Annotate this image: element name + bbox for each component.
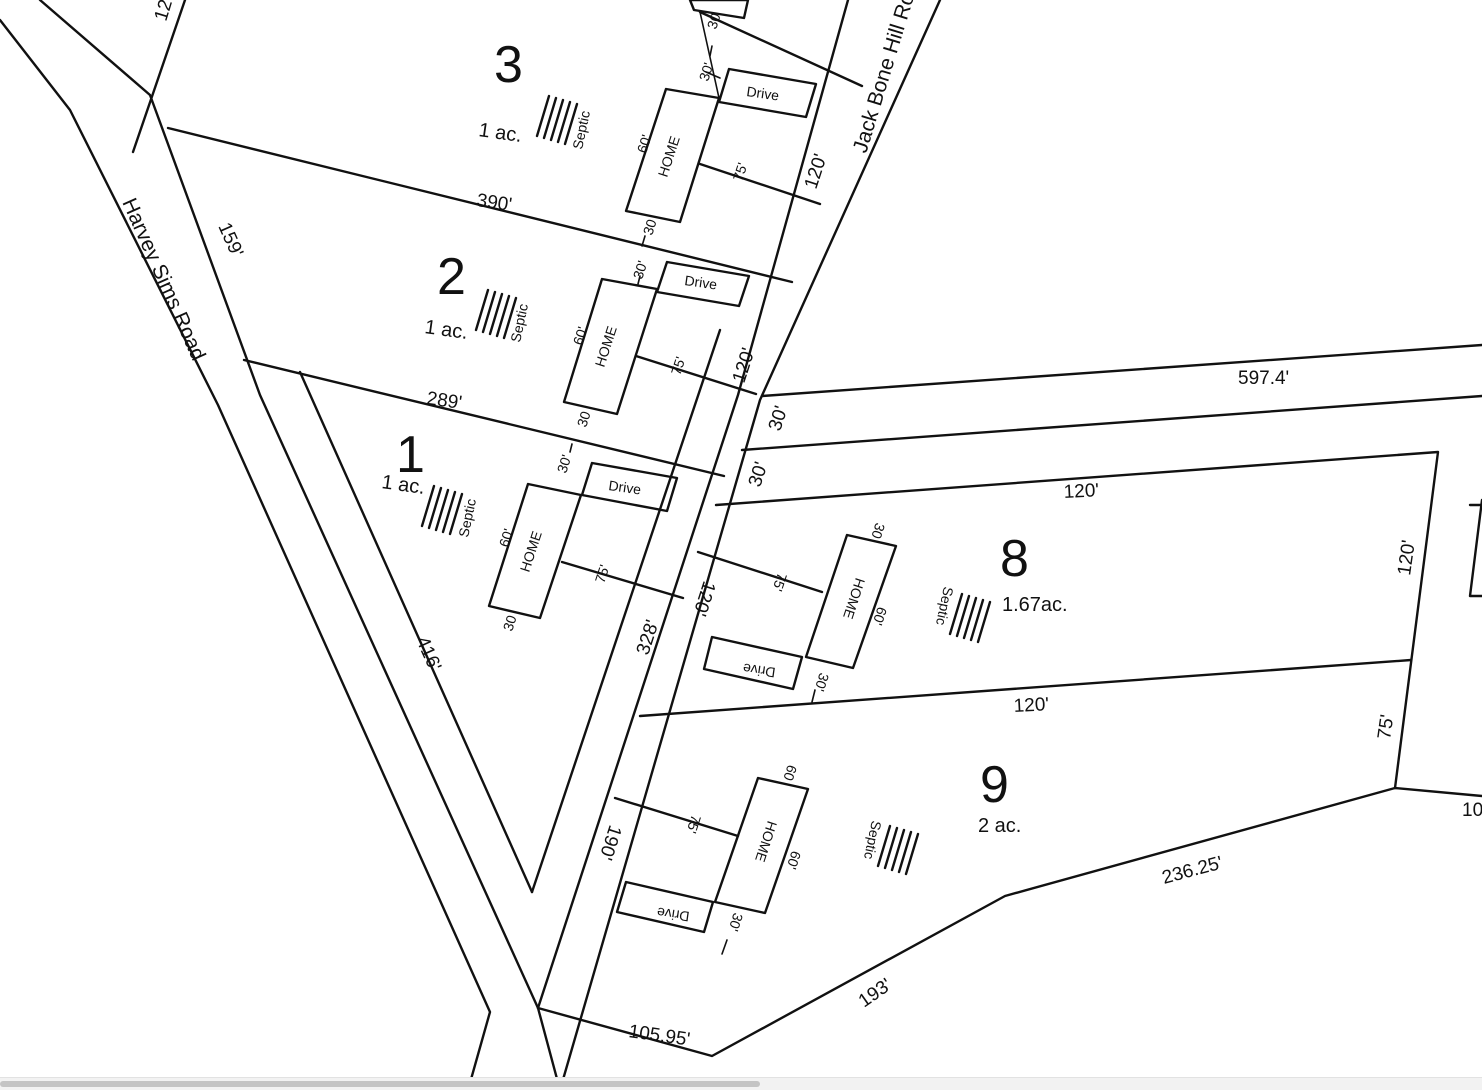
lot1-structures: [487, 443, 685, 620]
lot9-acres: 2 ac.: [978, 815, 1021, 837]
lot3-home-outline: [624, 87, 721, 224]
lot8-home-outline: [804, 533, 898, 670]
lot1-setback-30: 30': [554, 453, 575, 475]
lot1-drive-label: Drive: [608, 477, 643, 497]
dim-105-95: 105.95': [627, 1021, 691, 1050]
dim-lot8-north-120: 120': [1063, 480, 1099, 503]
dim-lot8-east-120: 120': [1394, 539, 1420, 577]
lot2-structures: [562, 260, 758, 416]
dim-390: 390': [475, 190, 513, 216]
lot3-drive-outline: [717, 67, 818, 119]
lot2-number: 2: [437, 248, 466, 306]
jack-bone-hill-road-label: Jack Bone Hill Ro: [849, 0, 919, 155]
lot3-top-30: 30: [704, 11, 724, 31]
dim-lot9-east-75: 75': [1374, 713, 1398, 740]
lot3-number: 3: [494, 36, 523, 94]
lot9-home-label: HOME: [752, 819, 780, 864]
lot9-drive-label: Drive: [656, 904, 691, 924]
lot3-75: 75': [730, 161, 751, 183]
lot1-home-label: HOME: [517, 529, 545, 574]
lot1-acres: 1 ac.: [380, 471, 426, 499]
lot8-structures: [696, 533, 898, 703]
lot3-setback-30: 30': [696, 61, 717, 83]
dim-strip-30-b: 30': [745, 460, 773, 490]
lot1-home-outline: [487, 482, 583, 620]
lot1-75: 75': [592, 563, 613, 585]
lot1-home-30: 30: [500, 613, 520, 633]
lot2-setback-30: 30': [630, 259, 651, 281]
lot9-septic-symbol: [876, 824, 920, 876]
lot2-drive-outline: [655, 260, 751, 308]
lot9-home-60b: 60: [780, 763, 800, 783]
lot8-drive-outline: [702, 635, 804, 691]
dim-193: 193': [855, 975, 896, 1012]
lot2-home-outline: [562, 277, 659, 416]
lot2-septic-symbol: [474, 288, 518, 340]
scrollbar-thumb[interactable]: [0, 1081, 760, 1087]
jack-bone-hill-road: [536, 0, 942, 1090]
lot8-home-30: 30: [868, 521, 888, 541]
lot9-drive-outline: [615, 880, 715, 934]
lot9-home-60: 60': [784, 849, 805, 871]
dim-159: 159': [213, 219, 247, 260]
lot1-drive-outline: [580, 461, 679, 513]
dim-12: 12: [151, 0, 177, 23]
lot9-setback-30: 30': [726, 911, 747, 933]
dim-strip-30-a: 30': [765, 404, 793, 434]
lot2-septic-label: Septic: [507, 302, 531, 343]
lot1-septic-symbol: [420, 484, 464, 536]
septic-marks: [420, 94, 992, 876]
lot3-home-label: HOME: [655, 134, 683, 179]
lot3-septic-symbol: [535, 94, 579, 146]
lot2-75: 75': [668, 355, 689, 377]
lot9-75: 75': [684, 813, 705, 835]
dim-416: 416': [411, 633, 445, 674]
lot8-number: 8: [1000, 530, 1029, 588]
lot3-septic-label: Septic: [569, 109, 593, 150]
lot8-drive-label: Drive: [742, 660, 777, 680]
dim-328: 328': [633, 617, 664, 657]
lot9-structures: [613, 776, 810, 955]
lot3-acres: 1 ac.: [477, 119, 523, 147]
lot8-setback-30: 30': [812, 671, 833, 693]
dim-597-4: 597.4': [1238, 368, 1289, 389]
dim-lot3-frontage-120: 120': [801, 151, 832, 191]
lot8-acres: 1.67ac.: [1002, 594, 1068, 616]
lot8-septic-symbol: [948, 592, 992, 644]
dim-lot8-frontage-120: 120': [688, 578, 719, 618]
lot8-75: 75': [770, 571, 791, 593]
lot3-drive-label: Drive: [746, 83, 781, 103]
lot8-home-label: HOME: [840, 576, 868, 621]
dim-190: 190': [594, 822, 625, 862]
dim-10: 10: [1462, 800, 1482, 821]
lot3-structures: [624, 0, 822, 247]
lot2-home-60: 60': [570, 325, 591, 347]
lot8-septic-label: Septic: [933, 585, 957, 626]
dim-lot2-frontage-120: 120': [729, 345, 760, 385]
lot2-home-label: HOME: [592, 324, 620, 369]
lot1-home-60: 60': [496, 527, 517, 549]
lot9-septic-label: Septic: [861, 819, 885, 860]
lot2-home-30: 30: [574, 409, 594, 429]
lot3-home-60: 60': [634, 133, 655, 155]
lot-lines: [131, 0, 1482, 1058]
lot8-home-60: 60': [870, 605, 891, 627]
lot9-home-outline: [713, 776, 810, 915]
dim-236-25: 236.25': [1160, 853, 1225, 889]
dim-289: 289': [425, 388, 463, 414]
dim-lot8-south-120: 120': [1013, 694, 1049, 717]
horizontal-scrollbar[interactable]: [0, 1077, 1482, 1090]
harvey-sims-road: [0, 0, 562, 1090]
lot1-septic-label: Septic: [455, 497, 479, 538]
lot9-number: 9: [980, 756, 1009, 814]
lot2-acres: 1 ac.: [423, 316, 469, 344]
lot3-home-30: 30: [640, 217, 660, 237]
lot2-drive-label: Drive: [684, 272, 719, 292]
lot1-number: 1: [396, 426, 425, 484]
